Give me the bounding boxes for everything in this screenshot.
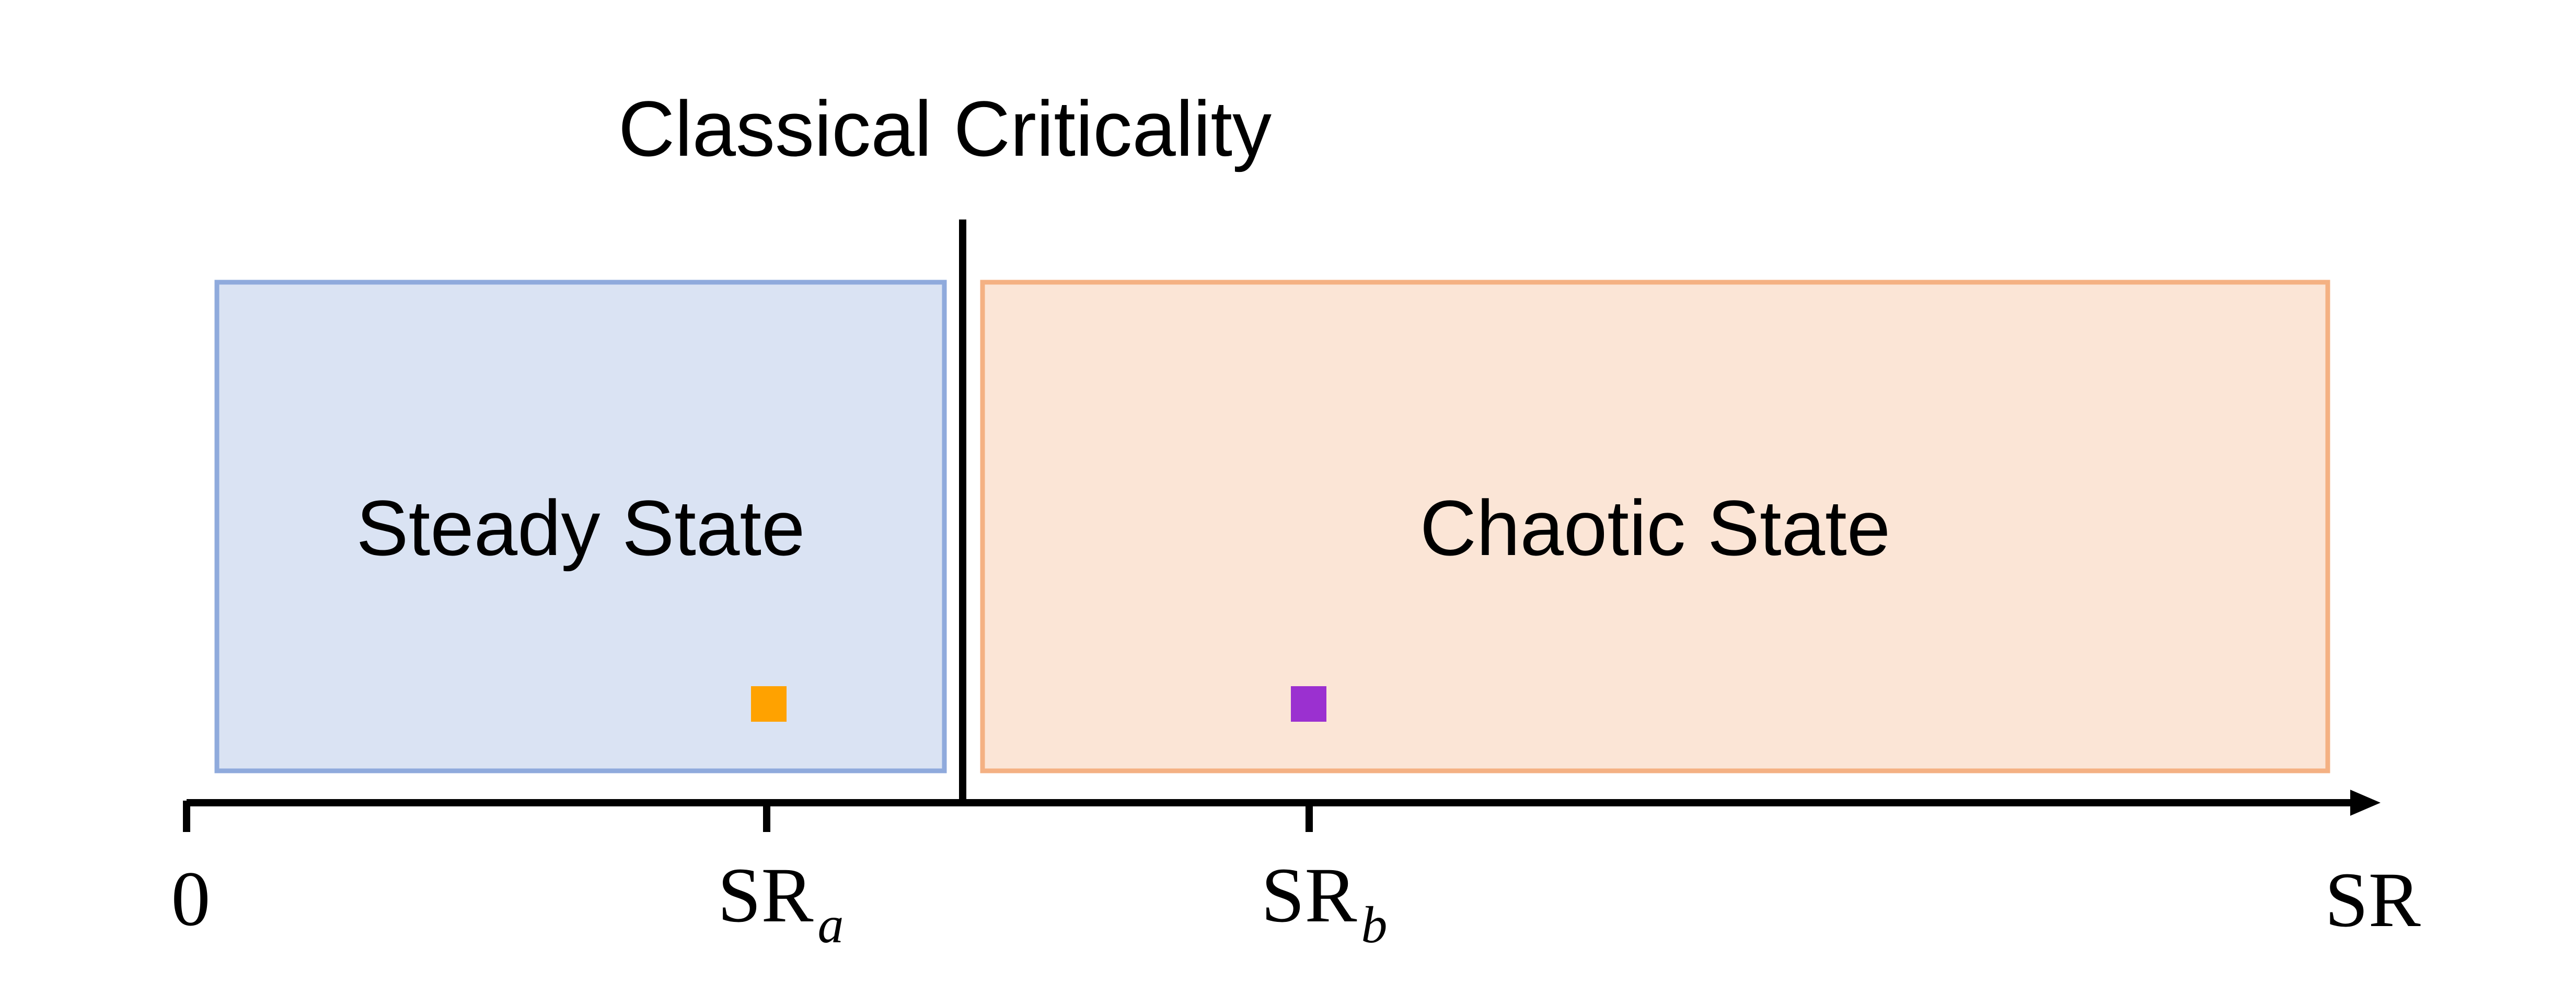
axis-end-label: SR bbox=[2325, 857, 2420, 943]
chaotic-state-label: Chaotic State bbox=[1420, 484, 1891, 572]
origin-label: 0 bbox=[171, 856, 211, 942]
chaotic-state-region: Chaotic State bbox=[980, 280, 2330, 773]
sr-axis: 0 SRa SRb SR bbox=[171, 790, 2421, 954]
steady-state-region: Steady State bbox=[214, 280, 947, 773]
marker-a bbox=[751, 686, 787, 722]
tick-label-sr-b: SRb bbox=[1261, 852, 1387, 954]
tick-label-sr-a: SRa bbox=[718, 852, 844, 954]
chaotic-state-box bbox=[980, 280, 2330, 773]
diagram-title: Classical Criticality bbox=[618, 85, 1272, 172]
axis-arrowhead bbox=[2350, 790, 2381, 816]
steady-state-label: Steady State bbox=[356, 484, 805, 572]
marker-b bbox=[1291, 686, 1326, 722]
steady-state-box bbox=[214, 280, 947, 773]
